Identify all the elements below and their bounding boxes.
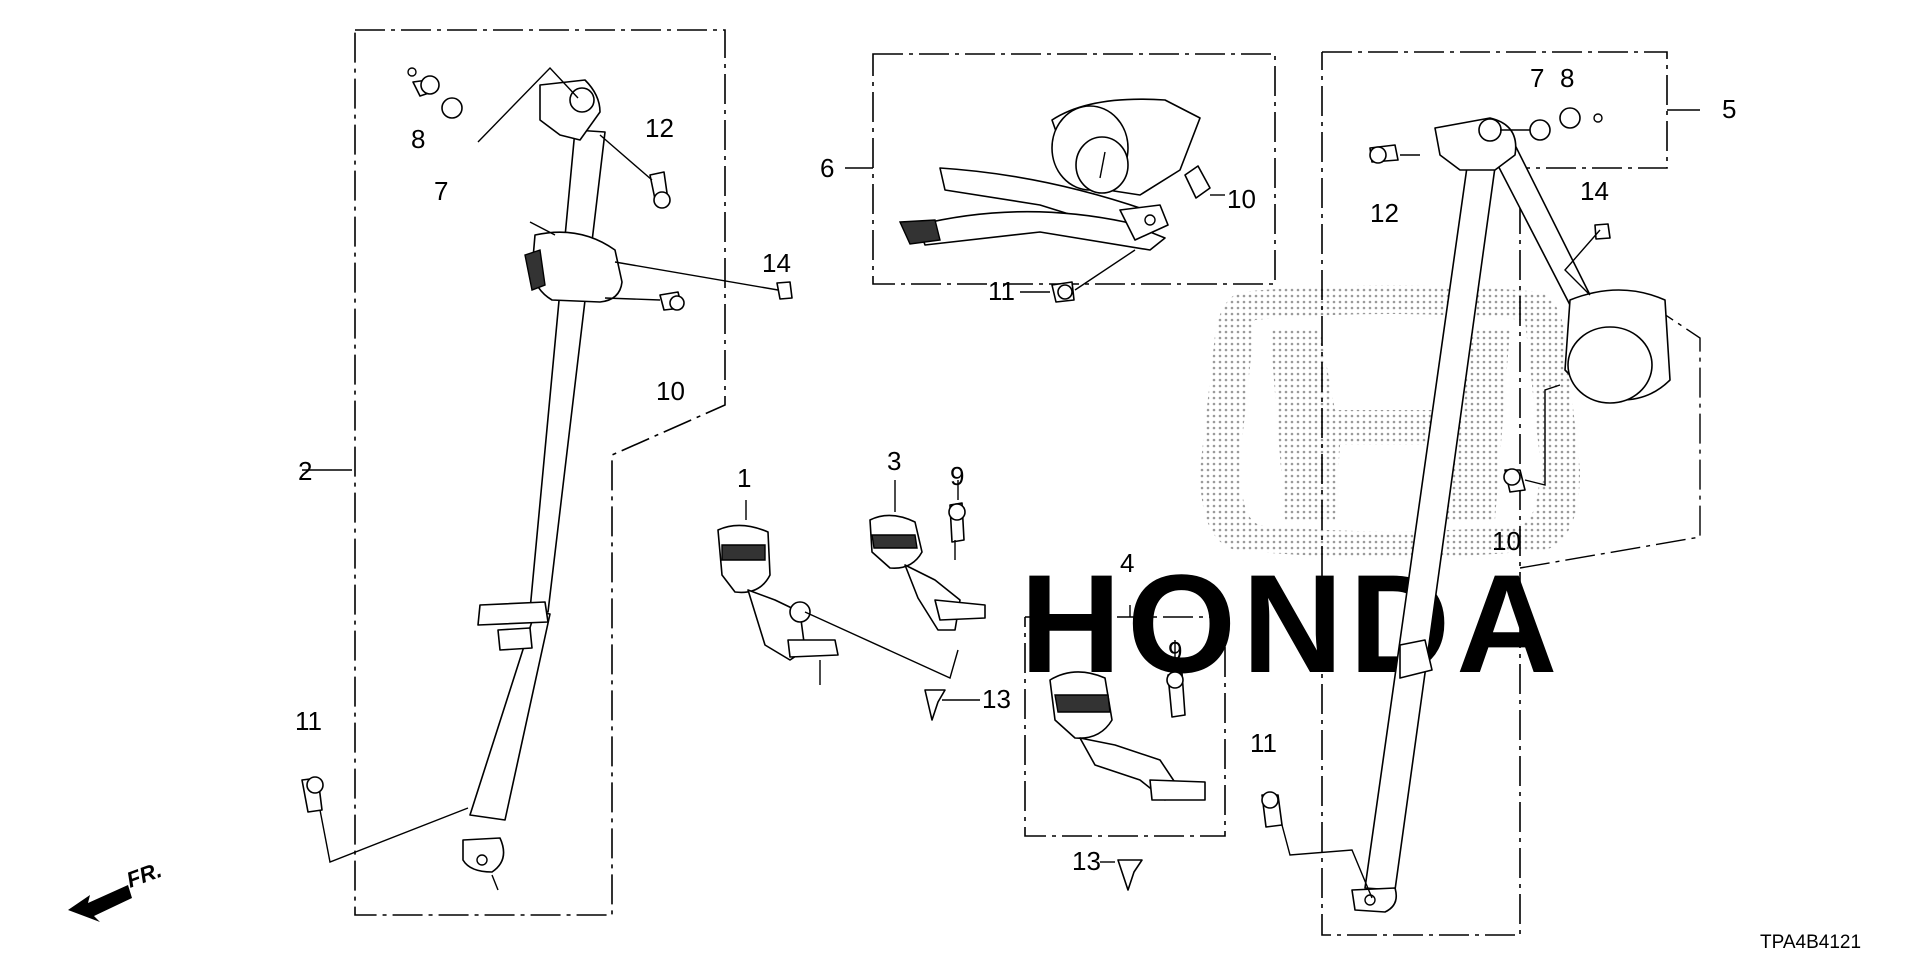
callout-9-lower: 9	[1168, 636, 1182, 666]
callout-14-right: 14	[1580, 176, 1609, 206]
front-direction-arrow: FR.	[68, 857, 165, 922]
callout-7-right: 7	[1530, 63, 1544, 93]
group-box-5	[1321, 51, 1668, 936]
callout-11-right: 11	[1250, 728, 1277, 758]
group-box-6	[872, 53, 1276, 285]
callout-11-left: 11	[295, 706, 322, 736]
group-box-5-branch	[1519, 297, 1701, 569]
callout-13-lower: 13	[1072, 846, 1101, 876]
right-seat-belt-assembly	[1261, 107, 1700, 913]
callouts: 8 7 12 14 10 2 11 6 10 11 1 3 9 13 4 9 1…	[295, 63, 1736, 876]
callout-13-upper: 13	[982, 684, 1011, 714]
honda-logo-watermark: HONDA	[1020, 285, 1580, 702]
callout-7-left: 7	[434, 176, 448, 206]
callout-10-left: 10	[656, 376, 685, 406]
callout-12-right: 12	[1370, 198, 1399, 228]
buckle-assemblies	[717, 480, 986, 721]
callout-12-left: 12	[645, 113, 674, 143]
center-retractor-assembly	[845, 98, 1225, 303]
honda-wordmark-watermark: HONDA	[1020, 545, 1563, 702]
callout-10-right: 10	[1492, 526, 1521, 556]
buckle-assembly-4	[1049, 605, 1206, 891]
callout-8-left: 8	[411, 124, 425, 154]
callout-2: 2	[298, 456, 312, 486]
callout-5: 5	[1722, 94, 1736, 124]
callout-10-center: 10	[1227, 184, 1256, 214]
callout-14-left: 14	[762, 248, 791, 278]
front-label: FR.	[123, 857, 165, 893]
drawing-code: TPA4B4121	[1760, 932, 1861, 953]
callout-4: 4	[1120, 548, 1134, 578]
callout-8-right: 8	[1560, 63, 1574, 93]
group-box-4	[1024, 616, 1226, 837]
callout-11-center: 11	[988, 276, 1015, 306]
callout-3: 3	[887, 446, 901, 476]
callout-6: 6	[820, 153, 834, 183]
left-seat-belt-assembly	[301, 67, 793, 891]
callout-1: 1	[737, 463, 751, 493]
leader-lines-left	[302, 66, 779, 863]
callout-9-upper: 9	[950, 461, 964, 491]
group-box-2	[354, 29, 726, 916]
